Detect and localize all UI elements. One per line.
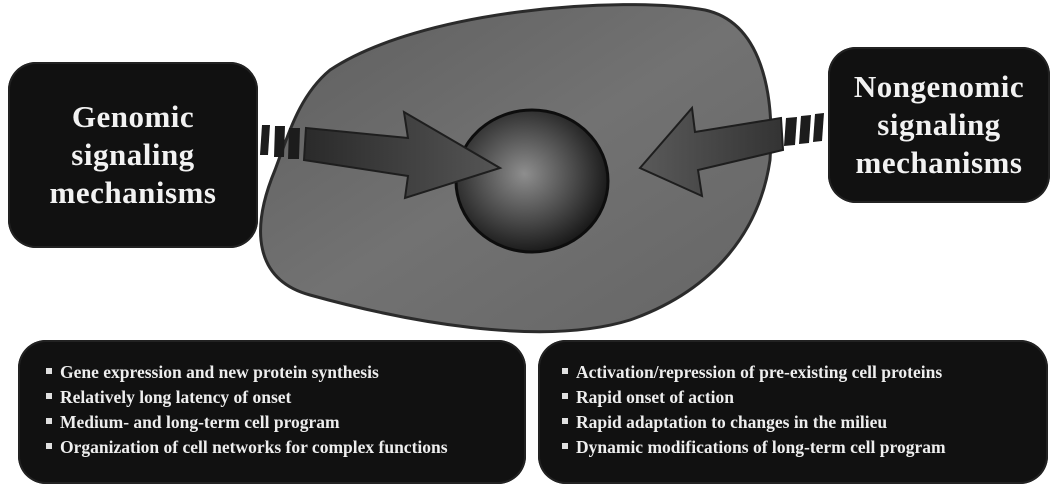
- right-arrow-dashes: [784, 113, 824, 146]
- list-item: Dynamic modifications of long-term cell …: [562, 435, 1048, 460]
- list-item: Organization of cell networks for comple…: [46, 435, 526, 460]
- list-item: Rapid onset of action: [562, 385, 1048, 410]
- list-item: Rapid adaptation to changes in the milie…: [562, 410, 1048, 435]
- bullet-icon: [46, 418, 52, 424]
- nongenomic-features-box: Activation/repression of pre-existing ce…: [538, 340, 1048, 484]
- list-item: Medium- and long-term cell program: [46, 410, 526, 435]
- genomic-title-box: Genomic signaling mechanisms: [8, 62, 258, 248]
- nongenomic-features-list: Activation/repression of pre-existing ce…: [538, 340, 1048, 460]
- bullet-icon: [562, 368, 568, 374]
- nongenomic-title-box: Nongenomic signaling mechanisms: [828, 47, 1050, 203]
- bullet-icon: [46, 368, 52, 374]
- list-item: Gene expression and new protein synthesi…: [46, 360, 526, 385]
- bullet-icon: [46, 443, 52, 449]
- list-item: Activation/repression of pre-existing ce…: [562, 360, 1048, 385]
- genomic-features-list: Gene expression and new protein synthesi…: [18, 340, 526, 460]
- bullet-icon: [46, 393, 52, 399]
- genomic-features-box: Gene expression and new protein synthesi…: [18, 340, 526, 484]
- bullet-icon: [562, 418, 568, 424]
- list-item: Relatively long latency of onset: [46, 385, 526, 410]
- bullet-icon: [562, 443, 568, 449]
- left-arrow-dashes: [260, 125, 300, 159]
- genomic-title: Genomic signaling mechanisms: [50, 98, 217, 212]
- nongenomic-title: Nongenomic signaling mechanisms: [854, 68, 1024, 182]
- bullet-icon: [562, 393, 568, 399]
- nucleus: [456, 110, 608, 252]
